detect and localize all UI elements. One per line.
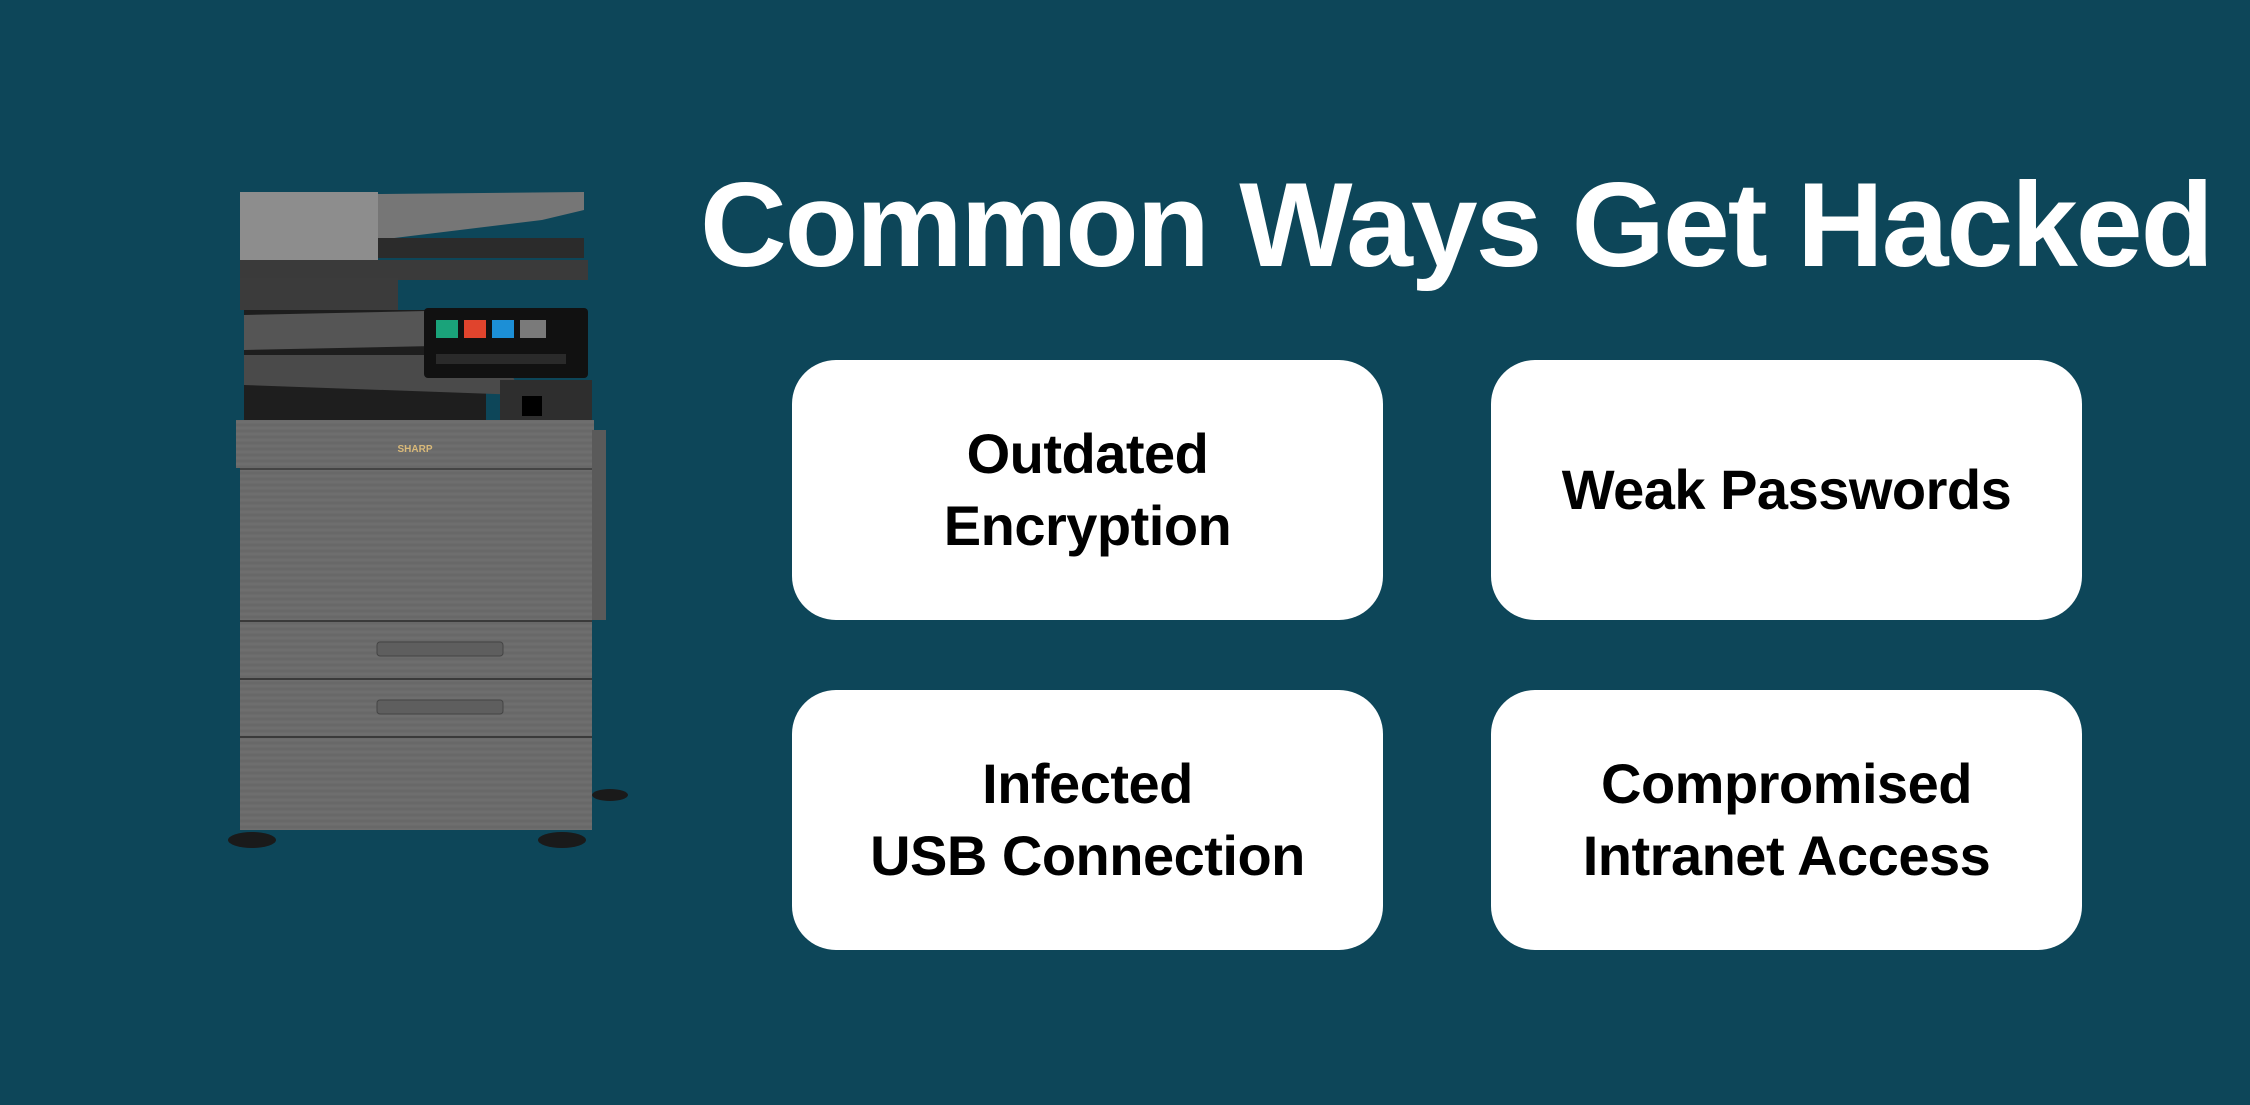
card-outdated-encryption: Outdated Encryption	[792, 360, 1383, 620]
card-weak-passwords: Weak Passwords	[1491, 360, 2082, 620]
card-line: Intranet Access	[1582, 824, 1991, 887]
printer-illustration: SHARP	[228, 192, 628, 848]
touchscreen	[424, 308, 588, 378]
card-line: Weak Passwords	[1561, 458, 2012, 521]
card-line: Infected	[982, 752, 1193, 815]
paper-tray-3	[240, 738, 592, 830]
card-line: Encryption	[943, 494, 1232, 557]
brand-logo: SHARP	[397, 444, 432, 455]
feeder-cover	[240, 192, 378, 262]
card-line: Compromised	[1601, 752, 1972, 815]
card-infected-usb: Infected USB Connection	[792, 690, 1383, 950]
card-compromised-intranet: Compromised Intranet Access	[1491, 690, 2082, 950]
card-line: USB Connection	[870, 824, 1305, 887]
page-title: Common Ways Get Hacked	[700, 158, 2214, 292]
card-line: Outdated	[966, 422, 1209, 485]
